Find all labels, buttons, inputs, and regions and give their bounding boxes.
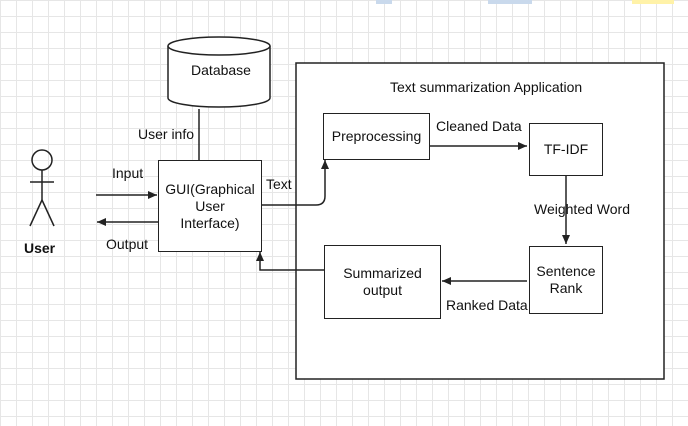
tfidf-box: TF-IDF [529, 123, 603, 176]
top-swatch-1 [376, 0, 392, 4]
output-label: Output [106, 236, 149, 252]
top-swatch-3 [632, 0, 674, 4]
user-info-label: User info [138, 126, 195, 142]
edge-summary-to-gui [256, 252, 324, 271]
user-stick-figure-icon [29, 149, 55, 227]
preprocessing-label: Preprocessing [331, 128, 422, 144]
text-label: Text [266, 176, 292, 192]
input-label: Input [112, 165, 144, 181]
top-swatch-2 [488, 0, 532, 4]
gui-box: GUI(Graphical User Interface) [158, 160, 262, 252]
weighted-word-label: Weighted Word [534, 201, 630, 217]
app-title: Text summarization Application [390, 79, 583, 95]
gui-label: GUI(Graphical User Interface) [165, 180, 255, 231]
user-label: User [24, 240, 56, 256]
edge-text [262, 160, 329, 206]
tfidf-label: TF-IDF [543, 141, 589, 157]
database-cylinder-icon [167, 36, 271, 108]
sentence-rank-label: Sentence Rank [536, 263, 596, 296]
summarized-output-label: Summarized output [343, 265, 422, 298]
app-container [295, 62, 665, 380]
sentence-rank-box: Sentence Rank [529, 246, 603, 314]
summarized-output-box: Summarized output [324, 245, 441, 319]
cleaned-data-label: Cleaned Data [436, 118, 522, 134]
ranked-data-label: Ranked Data [446, 297, 528, 313]
database-label: Database [191, 62, 251, 78]
preprocessing-box: Preprocessing [323, 113, 430, 160]
